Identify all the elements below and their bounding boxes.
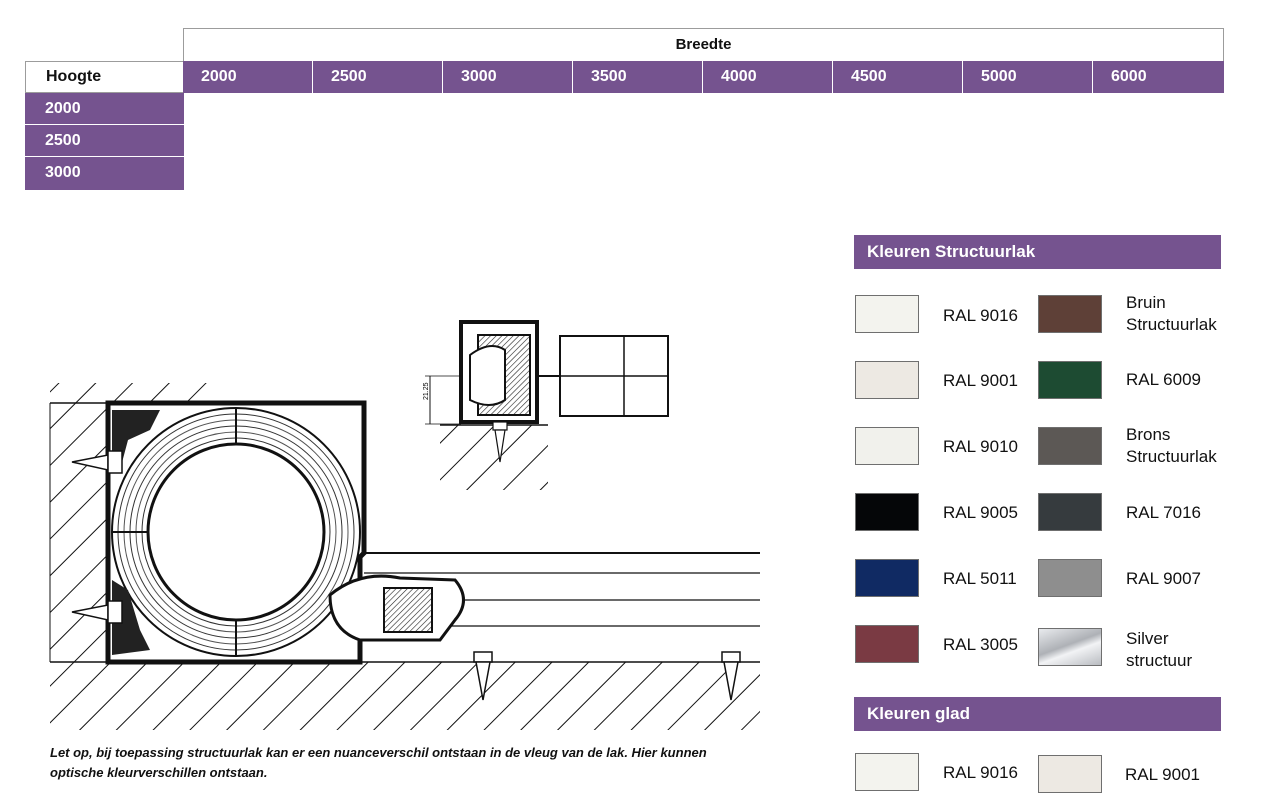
screw-icon [721,651,741,701]
roller [111,407,361,657]
note-text: Let op, bij toepassing structuurlak kan … [50,745,707,780]
section-kleuren-structuurlak: Kleuren Structuurlak [854,235,1221,269]
width-cell: 3000 [443,61,573,93]
width-cell: 2000 [183,61,313,93]
section-kleuren-glad: Kleuren glad [854,697,1221,731]
color-label: RAL 9016 [943,763,1018,782]
color-label: RAL 9005 [943,503,1018,522]
color-label: RAL 9016 [943,306,1018,325]
technical-drawing: 21.25 [49,320,760,730]
width-cell: 6000 [1093,61,1224,93]
color-swatch [855,361,919,399]
screw-icon [473,651,493,701]
color-swatch [855,753,919,791]
height-cell: 2500 [25,125,184,157]
color-label: Bruin Structuurlak [1126,293,1217,334]
color-swatch [1038,493,1102,531]
shutter-box [105,400,367,665]
color-label: RAL 9010 [943,437,1018,456]
width-cell: 4000 [703,61,833,93]
color-swatch [1038,628,1102,666]
color-swatch [855,493,919,531]
color-label: Silver structuur [1126,629,1193,670]
color-swatch [855,295,919,333]
screw-icon [71,450,123,474]
width-cell: 4500 [833,61,963,93]
height-cell: 3000 [25,157,184,190]
color-swatch [855,559,919,597]
color-label: RAL 9001 [943,371,1018,390]
color-swatch [1038,427,1102,465]
color-label: RAL 9007 [1126,569,1201,588]
color-label: RAL 6009 [1126,370,1201,389]
color-label: RAL 5011 [943,569,1017,588]
color-swatch [1038,361,1102,399]
color-swatch [855,427,919,465]
color-label: RAL 9001 [1125,765,1200,784]
dimension-label: 21.25 [423,382,430,400]
width-cell: 3500 [573,61,703,93]
color-label: RAL 3005 [943,635,1018,654]
color-swatch [1038,559,1102,597]
screw-icon [71,600,123,624]
color-label: Brons Structuurlak [1126,425,1217,466]
profile-detail: 21.25 [423,320,669,490]
width-cell: 5000 [963,61,1093,93]
color-swatch [1038,295,1102,333]
hoogte-header: Hoogte [25,61,184,93]
height-cell: 2000 [25,93,184,125]
color-swatch [855,625,919,663]
color-swatch [1038,755,1102,793]
width-cell: 2500 [313,61,443,93]
color-label: RAL 7016 [1126,503,1201,522]
breedte-header: Breedte [183,28,1224,61]
